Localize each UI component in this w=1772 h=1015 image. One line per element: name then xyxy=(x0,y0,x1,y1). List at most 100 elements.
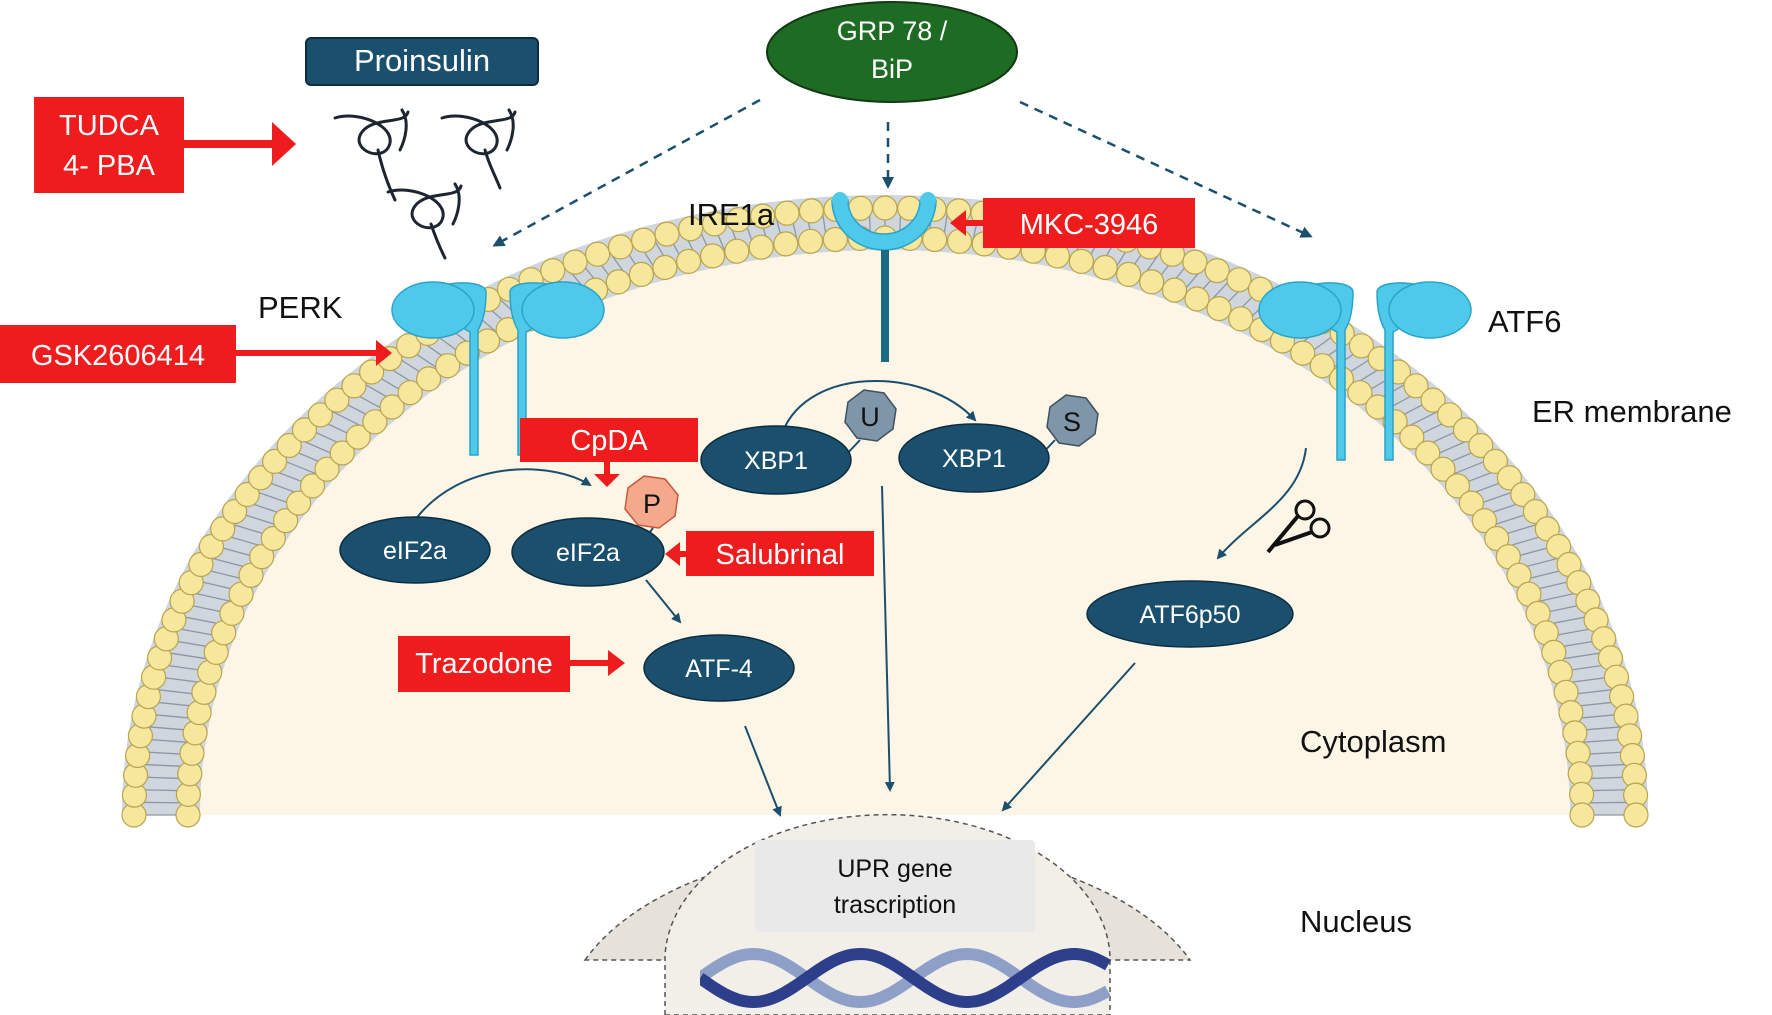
lipid-head xyxy=(1204,258,1230,284)
grp78-to-perk-arrow xyxy=(492,98,761,247)
atf6-cleavage-arrow xyxy=(1216,447,1307,560)
perk-receptor-icon xyxy=(391,281,605,456)
lipid-head xyxy=(260,525,286,552)
upr-transcription-line1: UPR gene xyxy=(837,855,952,883)
lipid-head xyxy=(248,465,274,491)
mkc3946-inhibitor: MKC-3946 xyxy=(950,198,1195,248)
ire1a-label: IRE1a xyxy=(688,197,775,232)
lipid-head xyxy=(416,366,442,392)
spliced-badge xyxy=(1046,394,1099,447)
grp78-to-atf6-arrow xyxy=(1019,100,1313,238)
gsk2606414-inhibitor: GSK2606414 xyxy=(0,325,392,383)
lipid-head xyxy=(1347,380,1373,406)
atf6p50-to-nucleus-arrow xyxy=(1001,662,1136,812)
xbp1-splicing-arrow xyxy=(779,379,977,441)
lipid-head xyxy=(1522,498,1549,525)
lipid-head xyxy=(822,226,848,253)
lipid-head xyxy=(1436,402,1463,428)
lipid-head xyxy=(1468,432,1494,459)
eif2a-label-2: eIF2a xyxy=(556,539,620,567)
grp78-label-line1: GRP 78 / xyxy=(837,16,948,46)
lipid-head xyxy=(1348,333,1375,359)
atf6-label: ATF6 xyxy=(1488,304,1562,339)
lipid-head xyxy=(1092,254,1118,281)
lipid-head xyxy=(654,221,680,247)
lipid-head xyxy=(362,409,388,435)
eif2a-node-2 xyxy=(511,517,665,587)
lipid-head xyxy=(276,432,302,459)
tudca-label-line1: TUDCA xyxy=(59,110,160,142)
xbp1-unspliced-node xyxy=(700,425,852,495)
trazodone-label: Trazodone xyxy=(415,648,553,680)
perk-label: PERK xyxy=(258,290,343,325)
lipid-head xyxy=(341,373,367,399)
lipid-head xyxy=(1444,473,1471,499)
lipid-head xyxy=(774,200,800,226)
lipid-head xyxy=(1510,481,1536,508)
lipid-head xyxy=(249,544,275,570)
lipid-head xyxy=(1290,340,1316,366)
proinsulin-box xyxy=(305,37,539,86)
xbp1-to-nucleus-arrow xyxy=(881,485,895,792)
lipid-head xyxy=(198,533,224,560)
lipid-head xyxy=(750,203,776,229)
nucleus-label: Nucleus xyxy=(1300,904,1412,939)
lipid-head xyxy=(299,473,326,499)
lipid-head xyxy=(435,353,461,379)
lipid-head xyxy=(1226,267,1252,293)
lipid-head xyxy=(1161,277,1188,303)
xbp1-spliced-label: XBP1 xyxy=(942,445,1006,473)
lipid-head xyxy=(748,234,774,260)
lipid-head xyxy=(379,394,405,420)
unspliced-badge xyxy=(844,389,897,442)
lipid-head xyxy=(724,238,750,264)
upr-transcription-box xyxy=(755,840,1035,932)
salubrinal-inhibitor: Salubrinal xyxy=(665,531,874,576)
lipid-head xyxy=(1068,248,1095,274)
eif2a-phosphorylation-arrow xyxy=(414,468,592,521)
cpda-label: CpDA xyxy=(570,425,648,457)
atf4-node xyxy=(643,634,795,702)
lipid-head xyxy=(1496,465,1523,491)
grp78-label-line2: BiP xyxy=(871,54,913,84)
lipid-head xyxy=(222,498,248,525)
lipid-head xyxy=(314,456,340,482)
cpda-inhibitor: CpDA xyxy=(520,418,698,487)
lipid-head xyxy=(1115,261,1142,287)
phospho-badge-label: P xyxy=(643,489,661,519)
lipid-head xyxy=(1623,802,1649,828)
lipid-head xyxy=(262,448,288,474)
lipid-head xyxy=(677,216,704,242)
lipid-head xyxy=(1534,516,1560,542)
lipid-head xyxy=(1569,802,1595,828)
lipid-head xyxy=(1403,373,1429,399)
lipid-head xyxy=(234,481,260,508)
phospho-badge xyxy=(624,475,679,529)
lipid-head xyxy=(798,198,825,224)
lipid-head xyxy=(725,207,752,233)
lipid-head xyxy=(605,269,631,295)
lipid-head xyxy=(307,402,333,428)
lipid-head xyxy=(1482,448,1509,474)
atf6-receptor-icon xyxy=(1258,281,1472,461)
proinsulin-label: Proinsulin xyxy=(354,43,490,78)
lipid-head xyxy=(797,228,824,254)
lipid-head xyxy=(396,333,422,359)
lipid-head xyxy=(675,248,702,274)
lipid-head xyxy=(699,243,726,269)
lipid-head xyxy=(324,387,350,413)
lipid-head xyxy=(345,424,371,450)
scissors-icon xyxy=(1266,499,1331,554)
atf6p50-label: ATF6p50 xyxy=(1140,601,1241,629)
eif2a-to-atf4-arrow xyxy=(645,579,682,624)
lipid-head xyxy=(1399,424,1425,450)
grp78-bip-node xyxy=(766,1,1018,103)
lipid-head xyxy=(652,254,678,281)
er-membrane-label: ER membrane xyxy=(1532,394,1732,429)
lipid-head xyxy=(210,516,236,542)
lipid-head xyxy=(701,211,728,237)
lipid-head xyxy=(329,440,355,466)
xbp1-unspliced-label: XBP1 xyxy=(744,447,808,475)
lipid-head xyxy=(872,195,898,221)
